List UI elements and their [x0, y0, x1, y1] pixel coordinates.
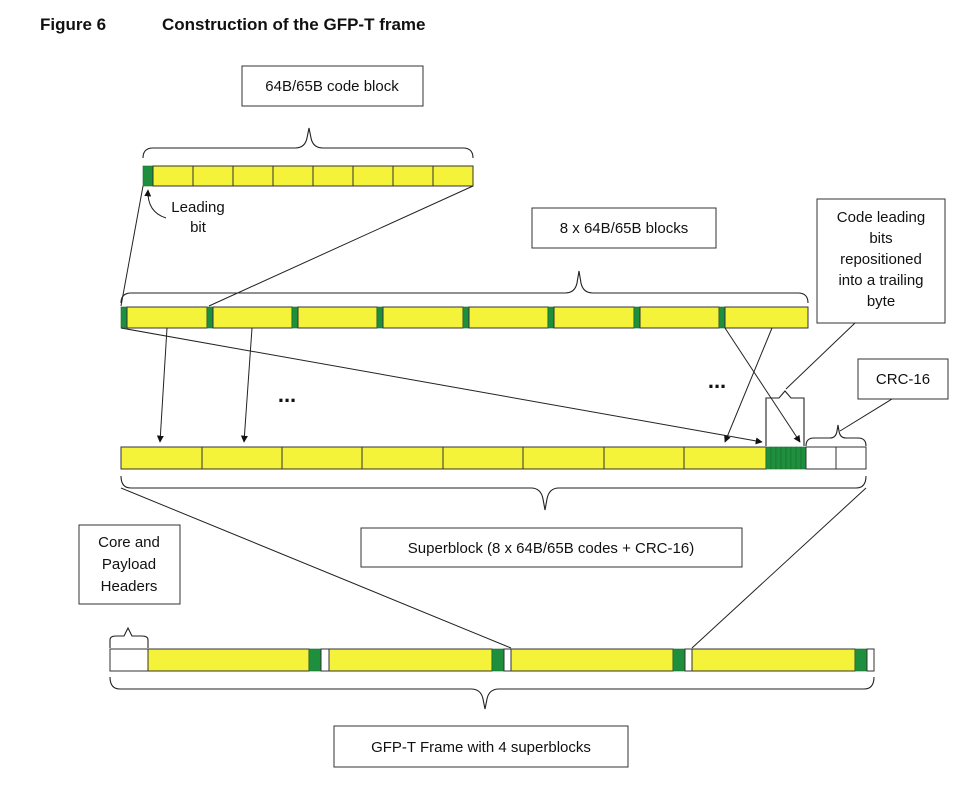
eight-blocks-label: 8 x 64B/65B blocks [560, 220, 688, 237]
headers-label-1: Core and [98, 534, 160, 551]
headers-label-2: Payload [102, 556, 156, 573]
code-block-callout: 64B/65B code block [242, 66, 423, 106]
eight-blocks-brace [121, 271, 808, 303]
leading-bit-label-2: bit [190, 219, 207, 236]
reposition-label-2: bits [869, 230, 892, 247]
ellipsis-right: ... [708, 368, 726, 393]
superblock-callout: Superblock (8 x 64B/65B codes + CRC-16) [361, 528, 742, 567]
reposition-label-5: byte [867, 293, 895, 310]
ellipsis-left: ... [278, 382, 296, 407]
superblock-label: Superblock (8 x 64B/65B codes + CRC-16) [408, 540, 694, 557]
frame-label: GFP-T Frame with 4 superblocks [371, 739, 591, 756]
code-block-row [143, 166, 473, 186]
reposition-label-3: repositioned [840, 251, 922, 268]
headers-label-3: Headers [101, 578, 158, 595]
code-block-label: 64B/65B code block [265, 78, 399, 95]
eight-blocks-row [121, 307, 808, 328]
superblock-brace [121, 476, 866, 510]
superblock-row [121, 447, 866, 469]
reposition-label-1: Code leading [837, 209, 925, 226]
frame-brace [110, 677, 874, 709]
code-block-brace [143, 128, 473, 158]
figure-number: Figure 6 [40, 15, 106, 34]
gfp-t-frame-row [110, 649, 874, 671]
eight-blocks-callout: 8 x 64B/65B blocks [532, 208, 716, 248]
headers-brace [110, 628, 148, 648]
reposition-callout: Code leading bits repositioned into a tr… [817, 199, 945, 323]
headers-callout: Core and Payload Headers [79, 525, 180, 604]
leading-bit-arrow [148, 190, 166, 218]
figure-title: Construction of the GFP-T frame [162, 15, 426, 34]
leading-bit-label-1: Leading [171, 199, 224, 216]
crc-label: CRC-16 [876, 371, 930, 388]
reposition-label-4: into a trailing [838, 272, 923, 289]
leading-bit-cell [143, 166, 153, 186]
crc-callout: CRC-16 [858, 359, 948, 399]
frame-callout: GFP-T Frame with 4 superblocks [334, 726, 628, 767]
crc-brace [806, 425, 866, 446]
